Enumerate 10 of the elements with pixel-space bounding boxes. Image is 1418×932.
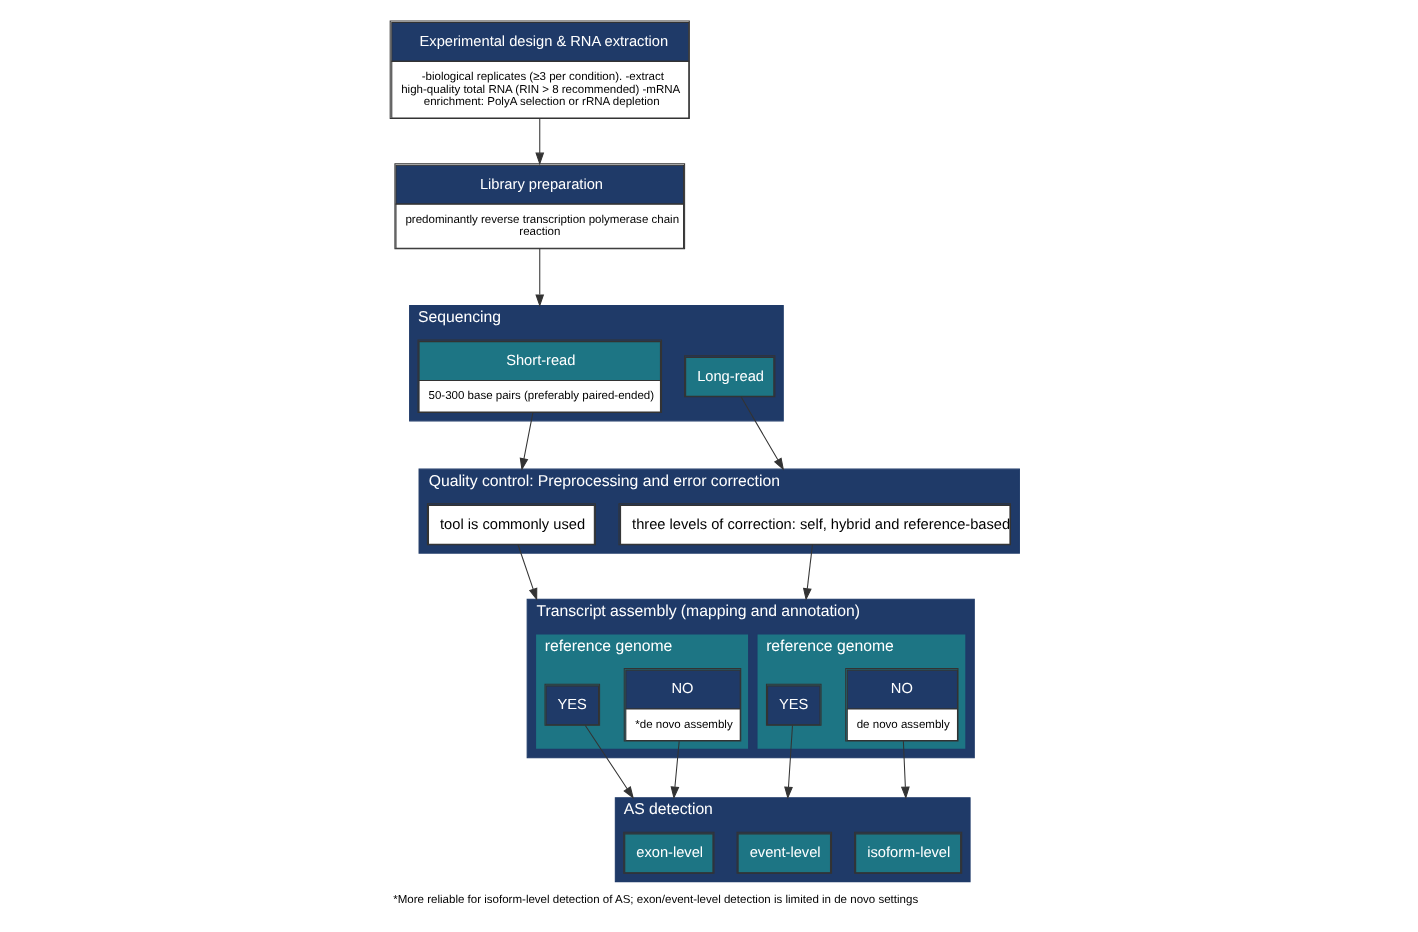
arrow (900, 740, 910, 800)
arrow (740, 396, 785, 471)
arrow (802, 544, 813, 601)
arrow (535, 118, 545, 166)
arrow (584, 724, 634, 799)
arrow (517, 544, 538, 601)
arrow (519, 412, 534, 471)
arrow (670, 740, 680, 800)
arrow (535, 248, 545, 307)
arrow (784, 724, 793, 800)
